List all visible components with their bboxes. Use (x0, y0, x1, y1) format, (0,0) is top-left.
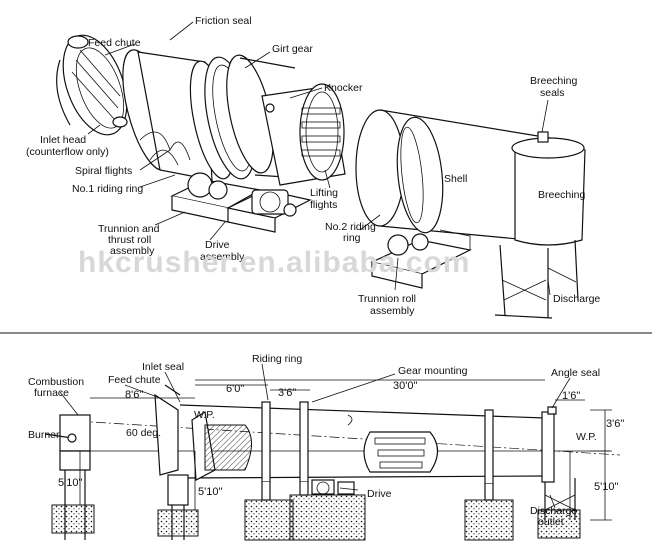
label-gear-mounting: Gear mounting (398, 365, 468, 377)
label-breeching-seals-1: Breeching (530, 75, 577, 87)
label-breeching: Breeching (538, 189, 585, 201)
dim-1-6: 1'6" (562, 390, 580, 402)
label-angle-seal: Angle seal (551, 367, 600, 379)
label-inlet-head-2: (counterflow only) (26, 146, 109, 158)
main-shell-drawing (355, 109, 551, 243)
girt-gear-drawing (189, 54, 301, 180)
label-spiral-flights: Spiral flights (75, 165, 132, 177)
label-riding-ring-2-1: No.2 riding (325, 221, 376, 233)
drive-assembly-drawing (170, 172, 312, 233)
dim-3-6-top: 3'6" (278, 387, 296, 399)
label-trunnion-thrust-2: thrust roll (108, 234, 151, 246)
label-knocker: Knocker (324, 82, 363, 94)
exploded-view: Friction seal Feed chute Girt gear Knock… (26, 15, 600, 319)
dim-3-6-right: 3'6" (606, 418, 624, 430)
combustion-furnace-drawing (51, 414, 95, 540)
top-leader-lines (87, 21, 551, 296)
label-trunnion-roll-1: Trunnion roll (358, 293, 416, 305)
label-burner: Burner (28, 429, 60, 441)
dim-5-10-right: 5'10" (594, 481, 618, 493)
dim-6-0: 6'0" (226, 383, 244, 395)
label-friction-seal: Friction seal (195, 15, 252, 27)
label-combustion-1: Combustion (28, 376, 84, 388)
label-trunnion-thrust-1: Trunnion and (98, 223, 160, 235)
elevation-view: Combustion furnace Feed chute Inlet seal… (28, 353, 624, 541)
breeching-drawing (494, 131, 586, 319)
label-lifting-flights-2: flights (310, 199, 337, 211)
label-inlet-head-1: Inlet head (40, 134, 86, 146)
label-wp-right: W.P. (576, 431, 597, 443)
top-text-labels: Friction seal Feed chute Girt gear Knock… (26, 15, 600, 317)
label-angle: 60 deg. (126, 427, 161, 439)
label-feed-chute-b: Feed chute (108, 374, 161, 386)
label-wp-left: W.P. (194, 409, 215, 421)
label-discharge-outlet-2: outlet (538, 516, 564, 528)
label-riding-ring-b: Riding ring (252, 353, 302, 365)
watermark-text: hkcrusher.en.alibaba.com (78, 246, 470, 279)
label-drive-b: Drive (367, 488, 392, 500)
label-discharge-outlet-1: Discharge (530, 505, 577, 517)
label-breeching-seals-2: seals (540, 87, 565, 99)
lifting-flights-drawing (261, 83, 346, 186)
burner-drawing (44, 433, 77, 443)
label-feed-chute: Feed chute (88, 37, 141, 49)
feed-chute-drawing (154, 384, 216, 540)
label-girt-gear: Girt gear (272, 43, 313, 55)
label-combustion-2: furnace (34, 387, 69, 399)
label-trunnion-roll-2: assembly (370, 305, 415, 317)
label-shell: Shell (444, 173, 467, 185)
dim-5-10-left: 5'10" (58, 477, 82, 489)
inlet-head-drawing (56, 34, 128, 136)
trunnion-roll-drawing (370, 229, 472, 289)
label-lifting-flights-1: Lifting (310, 187, 338, 199)
label-discharge: Discharge (553, 293, 600, 305)
dim-30-0: 30'0" (393, 380, 417, 392)
label-drive-1: Drive (205, 239, 230, 251)
bottom-leader-lines (59, 363, 571, 509)
label-inlet-seal: Inlet seal (142, 361, 184, 373)
support-piers-drawing (244, 479, 514, 541)
bottom-text-labels: Combustion furnace Feed chute Inlet seal… (28, 353, 600, 528)
dim-8-6: 8'6" (125, 389, 143, 401)
discharge-end-drawing (537, 406, 581, 539)
flight-sections-drawing (204, 424, 439, 473)
label-riding-ring-2-2: ring (343, 232, 361, 244)
dim-5-10-mid: 5'10" (198, 486, 222, 498)
dimension-texts: 8'6" 6'0" 3'6" 30'0" 1'6" 3'6" 5'10" 5'1… (58, 380, 624, 498)
label-drive-2: assembly (200, 251, 245, 263)
label-riding-ring-1: No.1 riding ring (72, 183, 143, 195)
dimension-lines (79, 379, 612, 521)
label-trunnion-thrust-3: assembly (110, 245, 155, 257)
